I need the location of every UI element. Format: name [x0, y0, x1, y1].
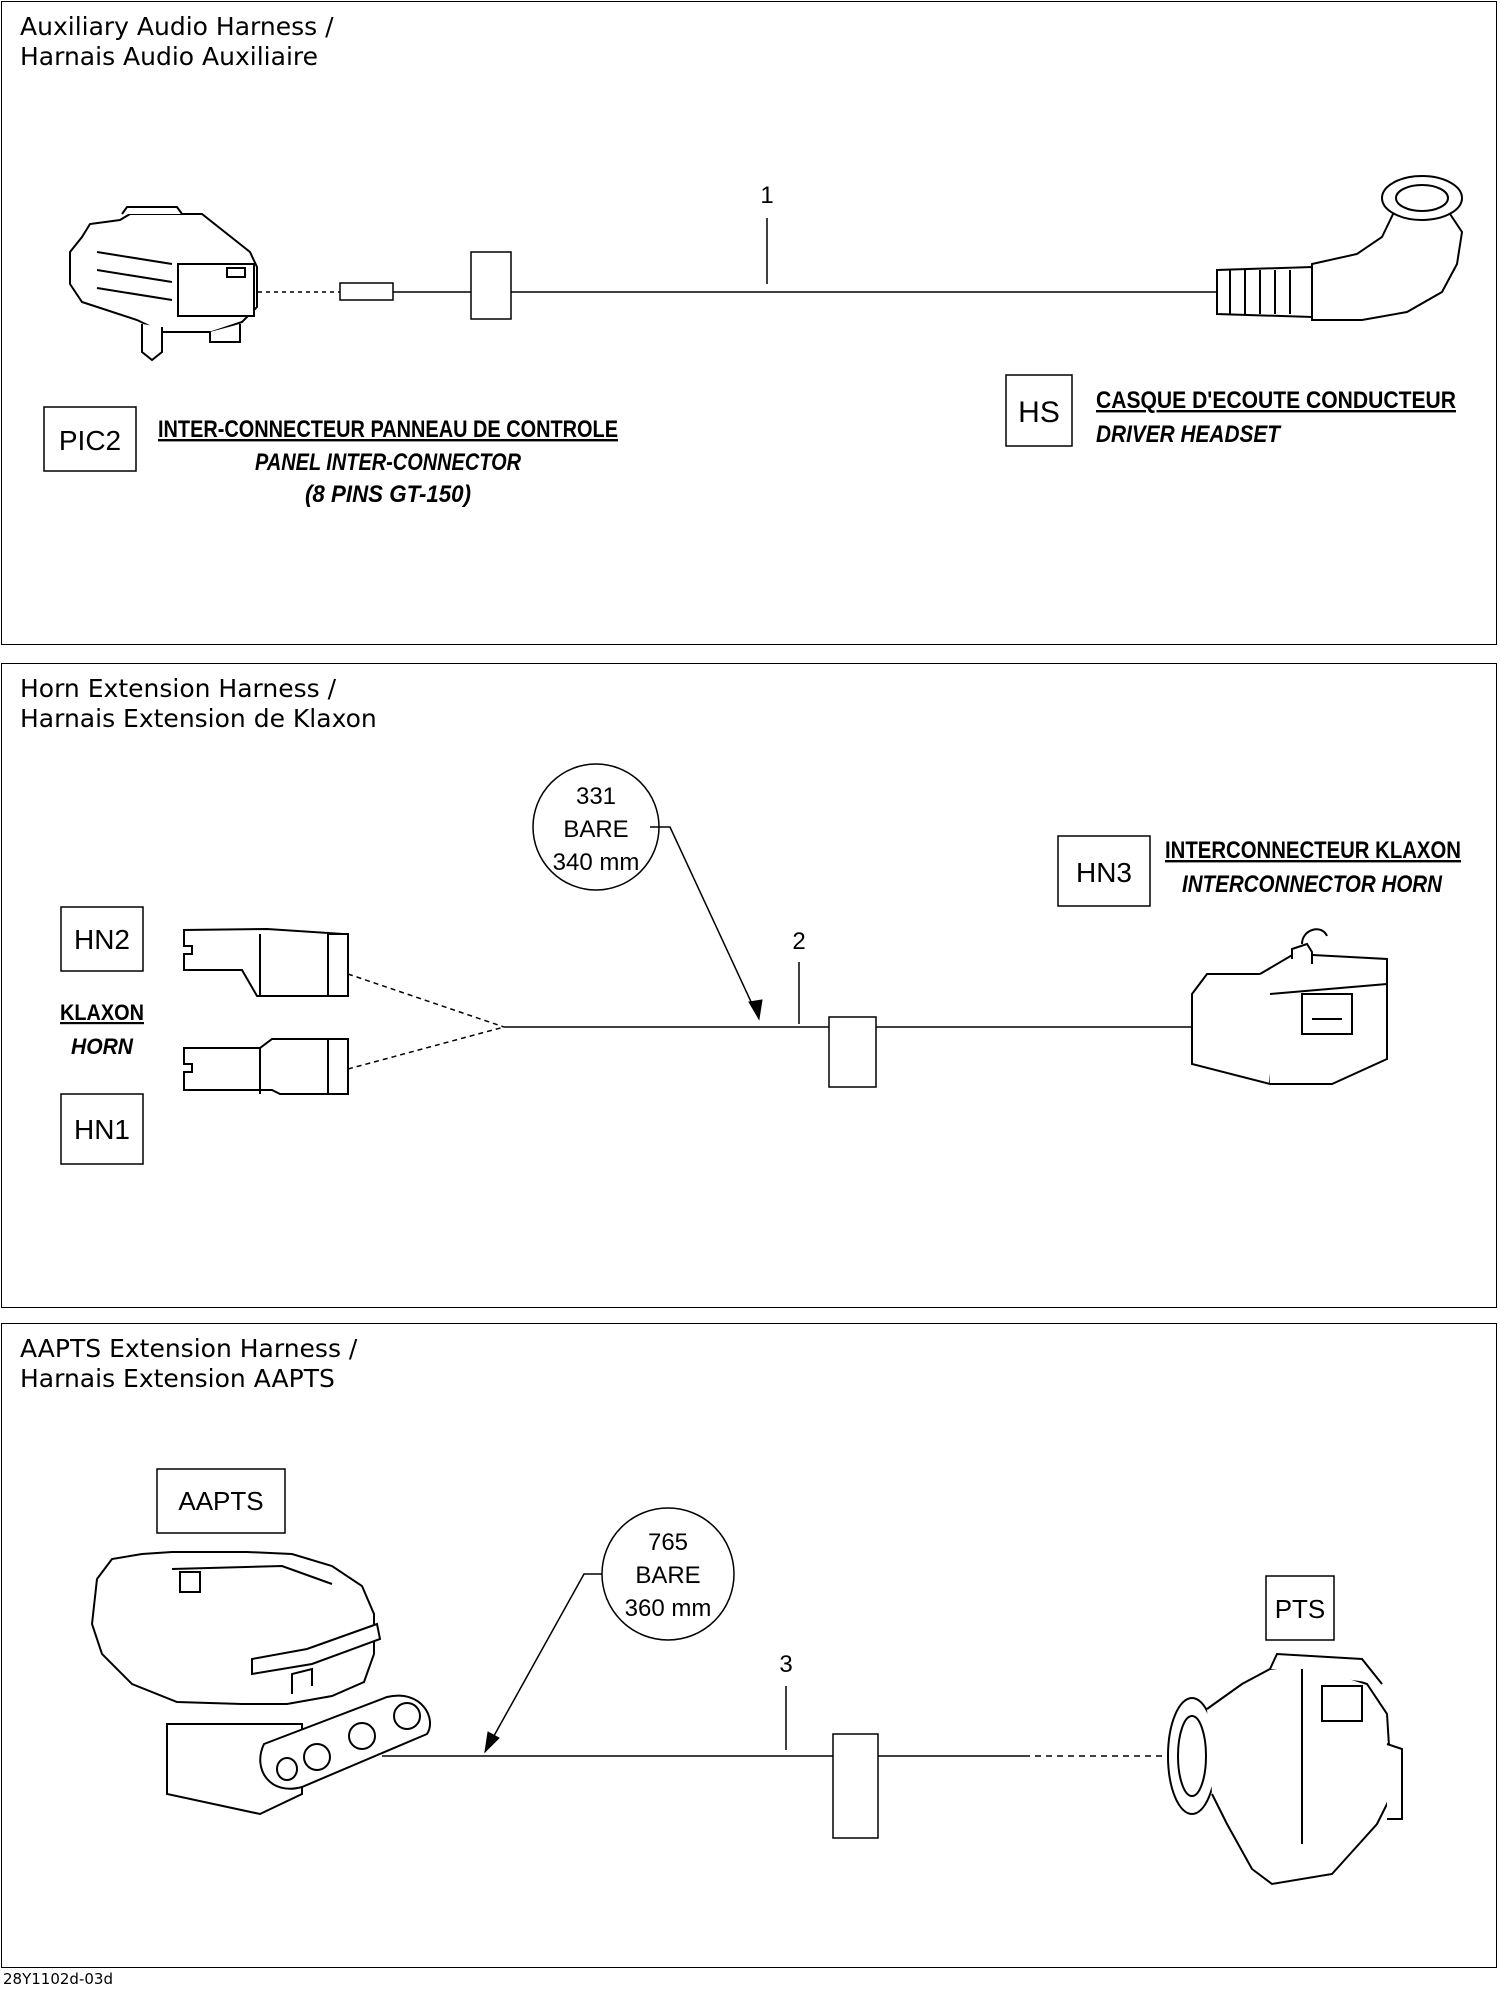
panel-title: Auxiliary Audio Harness / Harnais Audio …: [20, 12, 334, 72]
item-number-2: 2: [792, 928, 805, 955]
hn2-dashed-lead: [347, 973, 505, 1028]
title-line-fr: Harnais Audio Auxiliaire: [20, 42, 318, 71]
hs-desc-en: DRIVER HEADSET: [1096, 421, 1282, 448]
wire-type: BARE: [635, 1562, 700, 1589]
panel-auxiliary-audio-harness: Auxiliary Audio Harness / Harnais Audio …: [1, 1, 1497, 645]
wire-code: 765: [648, 1529, 688, 1556]
wire-terminal: [339, 282, 394, 301]
hn3-desc-en: INTERCONNECTOR HORN: [1182, 871, 1443, 898]
hn3-code-box: [1057, 835, 1151, 907]
harness-diagram-3: AAPTS 3 765 BARE 360 mm: [90, 1468, 1403, 1886]
title-line-en: Horn Extension Harness /: [20, 674, 337, 703]
hs-code-box: [1005, 374, 1073, 447]
harness-diagram-2: HN2 KLAXON HORN HN1 2 331 BARE 340 mm: [60, 763, 1461, 1165]
hn1-code-box: [60, 1093, 144, 1165]
panel-horn-extension-harness: Horn Extension Harness / Harnais Extensi…: [1, 663, 1497, 1308]
wire-label-tag: [828, 1016, 877, 1088]
item-number-3: 3: [779, 1651, 792, 1678]
pts-code-box: [1265, 1575, 1335, 1641]
wire-type: BARE: [563, 816, 628, 843]
drawing-code: 28Y1102d-03d: [3, 1970, 113, 1988]
panel-title: AAPTS Extension Harness / Harnais Extens…: [20, 1334, 357, 1394]
hn1-code: HN1: [74, 1114, 130, 1145]
aapts-code: AAPTS: [178, 1486, 263, 1516]
pic2-desc-fr: INTER-CONNECTEUR PANNEAU DE CONTROLE: [158, 416, 618, 443]
title-line-en: Auxiliary Audio Harness /: [20, 12, 334, 41]
pts-connector-drawing: [1167, 1652, 1403, 1886]
wire-length: 360 mm: [625, 1595, 712, 1622]
pts-code: PTS: [1275, 1594, 1326, 1624]
hn2-code-box: [60, 906, 144, 972]
wire-length: 340 mm: [553, 849, 640, 876]
hs-headset-connector-drawing: [1216, 175, 1464, 321]
callout-arrowhead: [748, 999, 763, 1021]
hs-desc-fr: CASQUE D'ECOUTE CONDUCTEUR: [1096, 387, 1456, 414]
pic2-desc-en: PANEL INTER-CONNECTOR: [255, 449, 522, 476]
aapts-code-box: [156, 1468, 286, 1534]
hn3-connector-drawing: [1191, 928, 1388, 1086]
pic2-connector-drawing: [69, 206, 258, 362]
title-line-fr: Harnais Extension de Klaxon: [20, 704, 377, 733]
panel-title: Horn Extension Harness / Harnais Extensi…: [20, 674, 377, 734]
hn3-code: HN3: [1076, 857, 1132, 888]
pic2-code: PIC2: [59, 425, 121, 456]
pic2-desc-pins: (8 PINS GT-150): [305, 481, 471, 508]
aapts-connector-drawing: [90, 1551, 382, 1816]
wire-label-tag: [470, 251, 512, 320]
callout-leader: [484, 1573, 602, 1753]
aapts-pin-face: [259, 1694, 432, 1790]
item-number-1: 1: [760, 182, 773, 209]
hn1-dashed-lead: [347, 1026, 505, 1070]
title-line-en: AAPTS Extension Harness /: [20, 1334, 358, 1363]
hn1-terminal-drawing: [183, 1038, 349, 1095]
horn-label-en: HORN: [71, 1034, 134, 1059]
wire-code: 331: [576, 783, 616, 810]
title-line-fr: Harnais Extension AAPTS: [20, 1364, 335, 1393]
pic2-code-box: [43, 406, 137, 472]
harness-diagram-1: 1 PIC2 INTER-CONNECTEUR PANNEAU DE CONTR…: [43, 175, 1464, 508]
hn2-terminal-drawing: [183, 927, 349, 997]
panel-aapts-extension-harness: AAPTS Extension Harness / Harnais Extens…: [1, 1323, 1497, 1968]
hs-code: HS: [1018, 396, 1060, 429]
wire-label-tag: [832, 1733, 879, 1839]
hn3-desc-fr: INTERCONNECTEUR KLAXON: [1165, 837, 1461, 864]
callout-arrowhead: [484, 1731, 500, 1754]
callout-leader: [650, 826, 760, 1020]
hn2-code: HN2: [74, 924, 130, 955]
horn-label-fr: KLAXON: [60, 1000, 144, 1025]
